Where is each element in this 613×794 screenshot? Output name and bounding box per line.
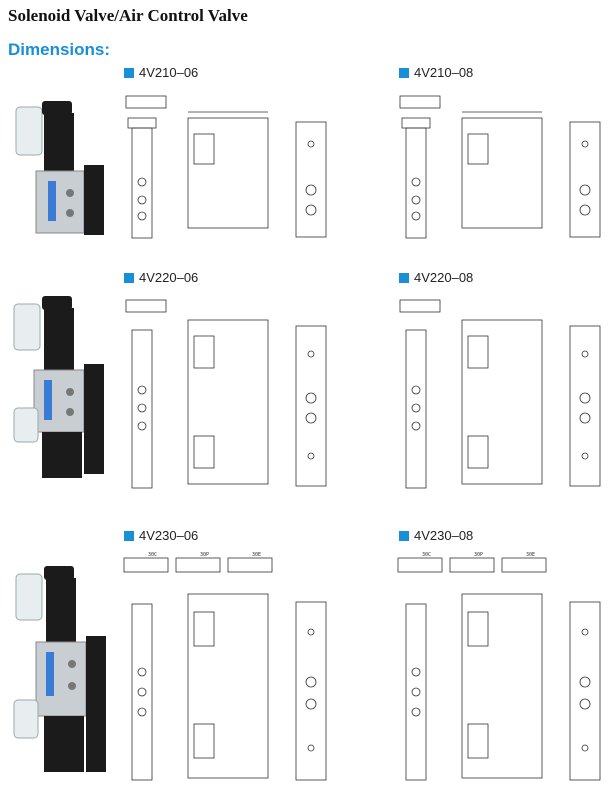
bullet-square-icon <box>399 272 409 283</box>
bullet-square-icon <box>399 530 409 541</box>
schematic-label-30p: 30P <box>200 552 209 558</box>
model-name: 4V210–06 <box>139 65 199 80</box>
model-name: 4V220–08 <box>414 270 474 285</box>
model-name: 4V210–08 <box>414 65 474 80</box>
drawing-4v220-08 <box>399 299 601 489</box>
drawing-4v230-08: 30C 30P 30E <box>397 552 601 781</box>
valve-photo-4v230 <box>13 566 106 772</box>
model-label-4v220-08: 4V220–08 <box>399 270 473 285</box>
bullet-square-icon <box>124 272 134 283</box>
page-subtitle: Dimensions: <box>8 40 111 59</box>
model-label-4v230-08: 4V230–08 <box>399 528 473 543</box>
drawing-4v210-08 <box>399 95 601 239</box>
schematic-label-30e: 30E <box>526 552 535 558</box>
bullet-square-icon <box>124 530 134 541</box>
model-label-4v230-06: 4V230–06 <box>124 528 198 543</box>
bullet-square-icon <box>399 67 409 78</box>
model-label-4v210-08: 4V210–08 <box>399 65 473 80</box>
model-name: 4V230–06 <box>139 528 199 543</box>
valve-photo-4v210 <box>15 101 104 235</box>
drawing-4v220-06 <box>125 299 327 489</box>
schematic-label-30c: 30C <box>148 552 157 558</box>
model-label-4v220-06: 4V220–06 <box>124 270 198 285</box>
drawing-4v210-06 <box>125 95 327 239</box>
model-name: 4V220–06 <box>139 270 199 285</box>
schematic-label-30c: 30C <box>422 552 431 558</box>
schematic-label-30p: 30P <box>474 552 483 558</box>
page-title: Solenoid Valve/Air Control Valve <box>8 6 248 25</box>
schematic-label-30e: 30E <box>252 552 261 558</box>
model-label-4v210-06: 4V210–06 <box>124 65 198 80</box>
model-name: 4V230–08 <box>414 528 474 543</box>
valve-photo-4v220 <box>13 296 104 478</box>
drawing-4v230-06: 30C 30P 30E <box>123 552 327 781</box>
bullet-square-icon <box>124 67 134 78</box>
